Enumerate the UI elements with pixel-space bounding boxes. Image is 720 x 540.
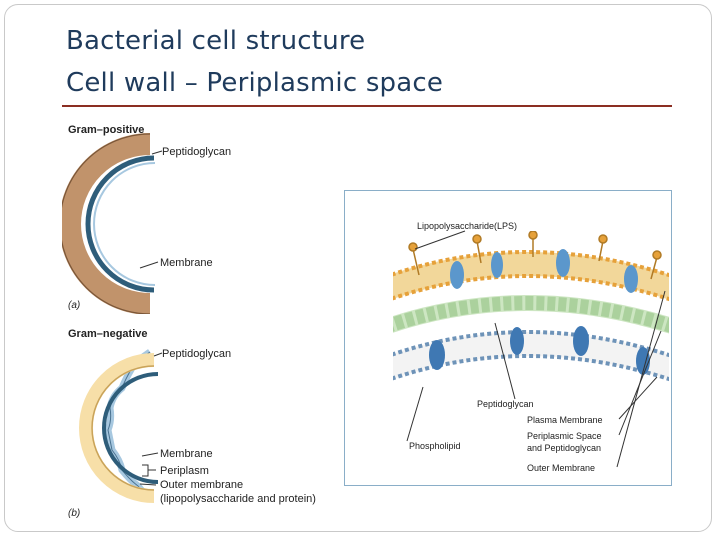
envelope-layers bbox=[393, 231, 669, 382]
outer-membrane-heads-bottom bbox=[393, 274, 669, 302]
gram-negative-membrane bbox=[102, 372, 159, 484]
gram-positive-membrane-leader bbox=[139, 261, 159, 269]
gram-positive-diagram: Gram–positive Peptidoglycan Membrane (a) bbox=[62, 124, 231, 314]
lps-leader bbox=[414, 230, 466, 250]
gram-negative-periplasm-bracket bbox=[142, 464, 149, 477]
gram-negative-membrane-label: Membrane bbox=[160, 448, 213, 460]
outer-membrane-protein bbox=[624, 265, 638, 293]
envelope-outer-membrane-label: Outer Membrane bbox=[527, 463, 595, 473]
periplasmic-space-label: Periplasmic Space bbox=[527, 431, 602, 441]
outer-membrane-protein bbox=[491, 252, 503, 278]
slide-title: Bacterial cell structure bbox=[66, 26, 366, 56]
periplasmic-peptidoglycan-label: and Peptidoglycan bbox=[527, 443, 601, 453]
gram-positive-membrane-inner bbox=[93, 162, 156, 286]
plasma-membrane-layer bbox=[393, 332, 669, 380]
phospholipid-leader bbox=[406, 386, 424, 442]
gram-positive-peptidoglycan-layer bbox=[62, 133, 151, 314]
gram-positive-membrane-label: Membrane bbox=[160, 257, 213, 269]
gram-negative-panel: Gram–negative Peptidoglycan Membrane Per… bbox=[62, 322, 342, 522]
phospholipid-label: Phospholipid bbox=[409, 441, 461, 451]
envelope-peptidoglycan-label: Peptidoglycan bbox=[477, 399, 534, 409]
gram-positive-peptidoglycan-label: Peptidoglycan bbox=[162, 146, 231, 158]
gram-positive-wall-outline bbox=[62, 133, 151, 314]
lps-label: Lipopolysaccharide(LPS) bbox=[417, 221, 517, 231]
gram-negative-periplasm bbox=[79, 353, 155, 503]
slide-frame bbox=[4, 4, 712, 532]
title-divider bbox=[62, 105, 672, 107]
gram-negative-periplasm-label: Periplasm bbox=[160, 465, 209, 477]
outer-membrane-leader bbox=[616, 290, 666, 468]
gram-positive-membrane bbox=[85, 155, 155, 293]
outer-membrane-protein bbox=[556, 249, 570, 277]
plasma-membrane-protein bbox=[573, 326, 589, 356]
plasma-membrane-heads-top bbox=[393, 330, 669, 358]
plasma-membrane-leader bbox=[618, 376, 658, 420]
envelope-panel: Lipopolysaccharide(LPS) Peptidoglycan Ph… bbox=[344, 190, 672, 486]
lps-chains bbox=[408, 231, 662, 280]
gram-negative-diagram: Gram–negative Peptidoglycan Membrane Per… bbox=[68, 328, 316, 519]
plasma-membrane-protein bbox=[429, 340, 445, 370]
gram-negative-outer-membrane-leader bbox=[139, 483, 157, 486]
peptidoglycan-mesh bbox=[393, 296, 669, 333]
gram-negative-outer-membrane-outline bbox=[107, 351, 153, 501]
plasma-membrane-protein bbox=[510, 327, 524, 355]
gram-positive-panel-letter: (a) bbox=[68, 300, 80, 311]
plasma-membrane-label: Plasma Membrane bbox=[527, 415, 603, 425]
gram-negative-heading: Gram–negative bbox=[68, 328, 147, 340]
gram-positive-peptidoglycan-leader bbox=[151, 150, 163, 155]
gram-positive-panel: Gram–positive Peptidoglycan Membrane (a) bbox=[62, 118, 262, 314]
plasma-membrane-heads-bottom bbox=[393, 354, 669, 382]
envelope-diagram: Lipopolysaccharide(LPS) Peptidoglycan Ph… bbox=[393, 221, 669, 473]
gram-negative-peptidoglycan-label: Peptidoglycan bbox=[162, 348, 231, 360]
peptidoglycan-leader bbox=[494, 322, 516, 400]
gram-negative-outer-membrane-detail: (lipopolysaccharide and protein) bbox=[160, 493, 316, 505]
gram-positive-heading: Gram–positive bbox=[68, 124, 144, 136]
gram-negative-peptidoglycan-layer bbox=[91, 365, 155, 491]
gram-negative-panel-letter: (b) bbox=[68, 508, 80, 519]
gram-negative-peptidoglycan-leader bbox=[153, 352, 163, 357]
gram-negative-membrane-leader bbox=[141, 452, 159, 457]
outer-membrane-protein bbox=[450, 261, 464, 289]
gram-negative-outer-membrane-label: Outer membrane bbox=[160, 479, 243, 491]
outer-membrane-heads-top bbox=[393, 250, 669, 278]
slide-subtitle: Cell wall – Periplasmic space bbox=[66, 68, 444, 98]
